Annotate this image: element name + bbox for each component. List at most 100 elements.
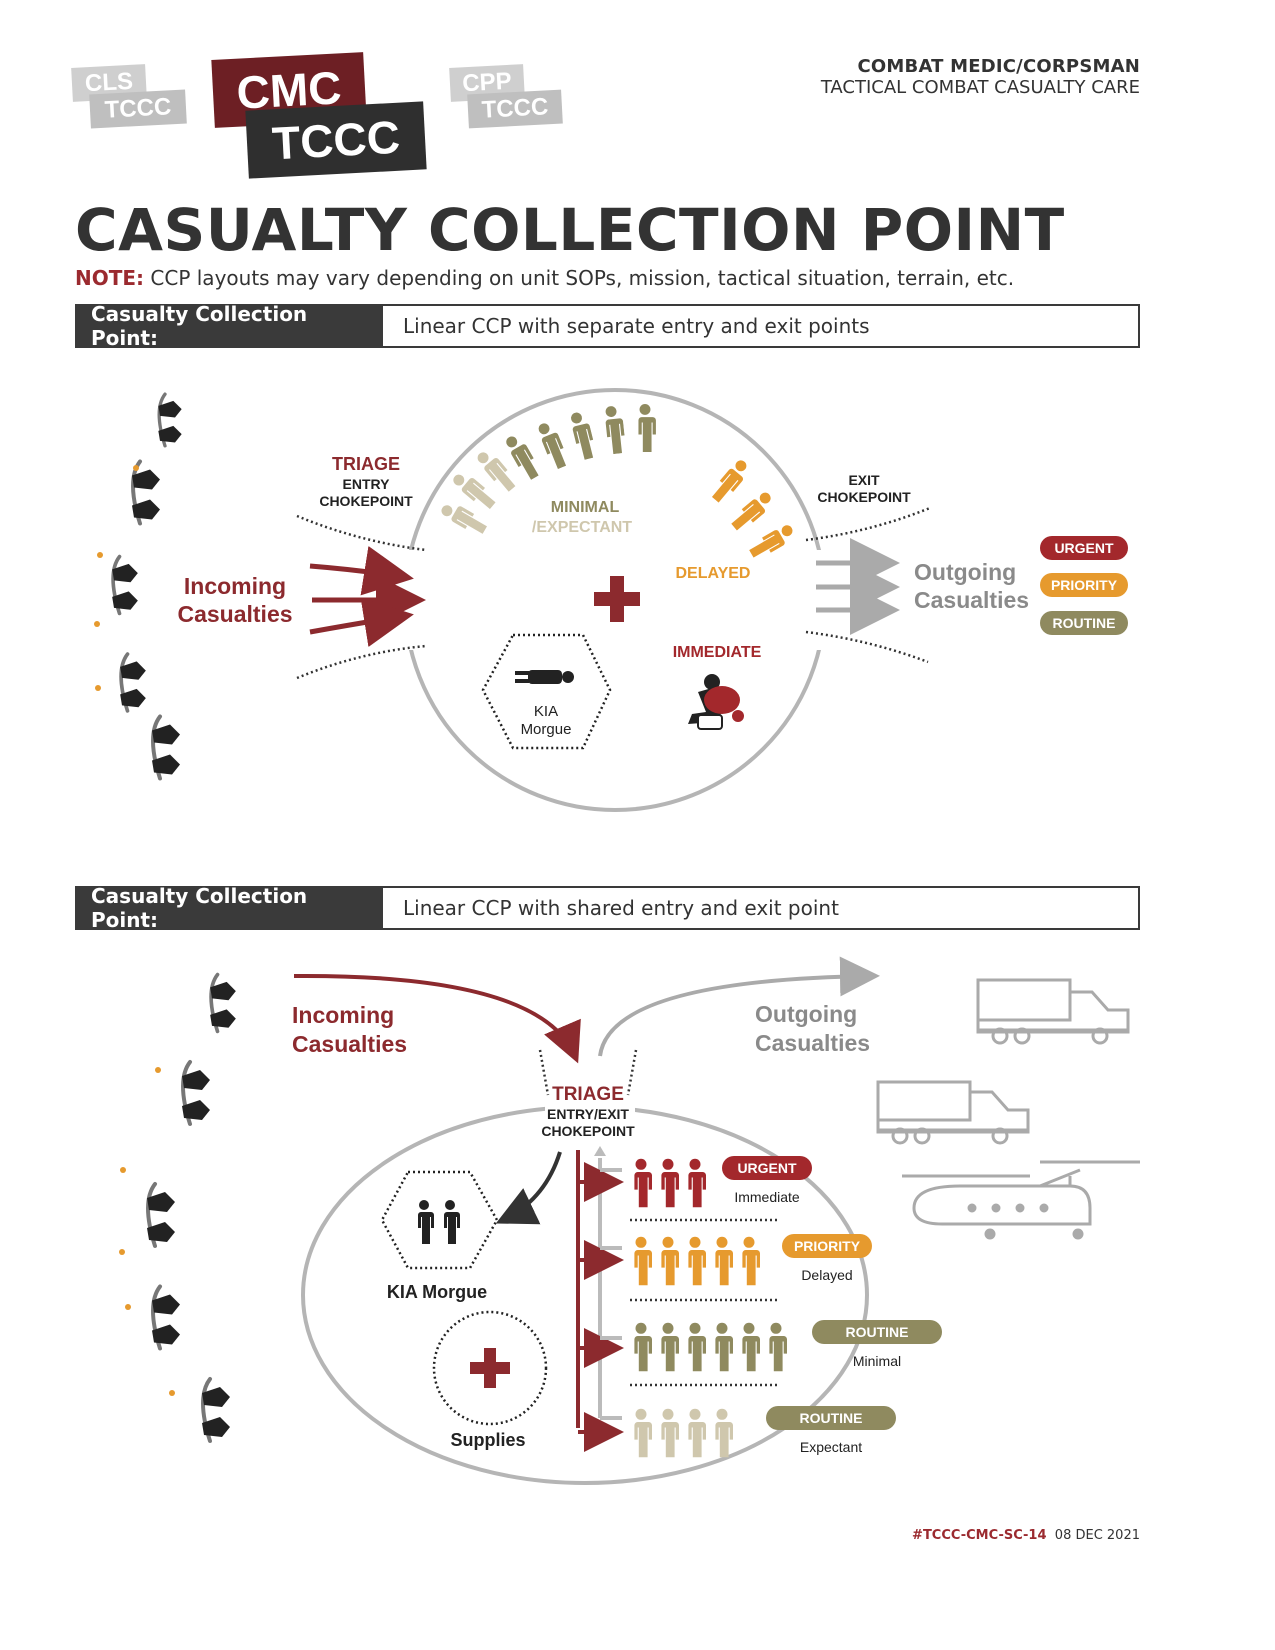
priority-badge <box>782 1234 872 1258</box>
exit-label-line1: EXIT <box>848 472 880 488</box>
kia-body-icon <box>515 670 574 684</box>
immediate-label: IMMEDIATE <box>673 644 762 661</box>
casualty-person-icon <box>660 1322 679 1372</box>
casualty-person-icon <box>687 1236 706 1286</box>
outgoing-label-line1: Outgoing <box>755 1001 857 1027</box>
priority-badge-label: URGENT <box>737 1160 797 1176</box>
incoming-label-line2: Casualties <box>292 1031 407 1057</box>
priority-badge-label: PRIORITY <box>794 1238 861 1254</box>
kia-morgue-label: KIA Morgue <box>387 1282 487 1302</box>
incoming-arrows <box>309 546 426 647</box>
header-line2: TACTICAL COMBAT CASUALTY CARE <box>820 77 1140 98</box>
casualty-person-icon <box>741 1236 760 1286</box>
kia-people-icons <box>417 1200 460 1244</box>
exit-funnel-top <box>805 506 931 542</box>
to-morgue-arrow <box>495 1151 562 1225</box>
header-line1: COMBAT MEDIC/CORPSMAN <box>857 56 1140 77</box>
casualty-person-icon <box>633 1322 652 1372</box>
logo-cmc-tccc-text: TCCC <box>245 101 427 179</box>
immediate-treatment-icon <box>688 674 744 730</box>
logo-cls-tccc-text: TCCC <box>89 89 187 129</box>
casualty-person-icon <box>687 1158 706 1208</box>
triage-category-label: Immediate <box>734 1189 800 1205</box>
casualty-person-icon <box>633 1158 652 1208</box>
note-label: NOTE: <box>75 266 145 290</box>
header-block: COMBAT MEDIC/CORPSMAN TACTICAL COMBAT CA… <box>821 56 1140 98</box>
priority-badge <box>722 1156 812 1180</box>
casualty-person-icon <box>660 1408 679 1458</box>
section2-label: Casualty Collection Point: <box>77 884 383 932</box>
casualty-person-icon <box>741 1322 760 1372</box>
outgoing-arrows <box>816 538 900 635</box>
page-title: CASUALTY COLLECTION POINT <box>75 196 1065 264</box>
section1-value: Linear CCP with separate entry and exit … <box>403 314 870 338</box>
casualty-person-icon <box>633 1408 652 1458</box>
outgoing-path-arrow <box>598 956 880 1057</box>
friendly-fire-team-icons <box>94 392 184 778</box>
kia-label-line1: KIA <box>534 703 558 720</box>
kia-label-line2: Morgue <box>521 721 572 738</box>
casualty-person-icon <box>660 1236 679 1286</box>
outgoing-label-line1: Outgoing <box>914 559 1016 585</box>
section2-value: Linear CCP with shared entry and exit po… <box>403 896 839 920</box>
footer-date: 08 DEC 2021 <box>1054 1528 1140 1543</box>
priority-badge <box>812 1320 942 1344</box>
sorting-branch-arrows <box>578 1162 624 1452</box>
casualty-person-icon <box>687 1408 706 1458</box>
legend-routine: ROUTINE <box>1053 615 1116 631</box>
priority-legend: URGENT PRIORITY ROUTINE <box>1040 536 1128 635</box>
casualty-person-icon <box>714 1408 733 1458</box>
triage-label: TRIAGE <box>332 454 400 474</box>
truck-icon <box>976 978 1130 1045</box>
triage-category-label: Delayed <box>801 1267 852 1283</box>
chokepoint-left <box>538 1049 550 1096</box>
footer-code: #TCCC-CMC-SC-14 <box>912 1528 1047 1543</box>
supplies-label: Supplies <box>450 1430 525 1450</box>
outgoing-label-line2: Casualties <box>914 587 1029 613</box>
chokepoint-label-line2: CHOKEPOINT <box>541 1123 635 1139</box>
section1-bar: Casualty Collection Point: Linear CCP wi… <box>75 302 1140 350</box>
casualty-person-icon <box>660 1158 679 1208</box>
kia-morgue-area <box>481 633 612 750</box>
minimal-label-line1: MINIMAL <box>551 499 620 516</box>
truck-icon <box>876 1080 1030 1145</box>
entry-label-line2: CHOKEPOINT <box>319 493 413 509</box>
casualty-person-icon <box>714 1322 733 1372</box>
diagram-separate-entry-exit: Incoming Casualties TRIAGE ENTRY CHOKEPO… <box>94 388 1128 812</box>
footer: #TCCC-CMC-SC-14 08 DEC 2021 <box>912 1528 1140 1543</box>
legend-urgent: URGENT <box>1054 540 1114 556</box>
incoming-label-line1: Incoming <box>184 573 286 599</box>
kia-morgue-area <box>380 1170 499 1270</box>
incoming-path-arrow <box>293 973 581 1064</box>
section2-bar: Casualty Collection Point: Linear CCP wi… <box>75 884 1140 932</box>
incoming-label-line1: Incoming <box>292 1002 394 1028</box>
supplies-area <box>432 1310 548 1426</box>
exit-label-line2: CHOKEPOINT <box>817 489 911 505</box>
outgoing-label-line2: Casualties <box>755 1030 870 1056</box>
delayed-label: DELAYED <box>676 565 751 582</box>
entry-funnel-bottom <box>296 644 427 680</box>
helicopter-icon <box>902 1160 1140 1240</box>
priority-badge <box>766 1406 896 1430</box>
diagram-shared-entry-exit: Incoming Casualties Outgoing Casualties … <box>119 956 1140 1485</box>
triage-category-label: Expectant <box>800 1439 862 1455</box>
priority-badge-label: ROUTINE <box>800 1410 863 1426</box>
casualty-person-icon <box>768 1322 787 1372</box>
priority-badge-label: ROUTINE <box>846 1324 909 1340</box>
casualty-person-icon <box>714 1236 733 1286</box>
logo-cpp-tccc-text: TCCC <box>467 89 563 129</box>
supplies-cross-icon <box>470 1348 510 1388</box>
entry-label-line1: ENTRY <box>343 476 391 492</box>
casualty-person-icon <box>687 1322 706 1372</box>
minimal-label-line2: /EXPECTANT <box>532 519 632 536</box>
chokepoint-right <box>626 1049 638 1096</box>
casualty-person-icon <box>633 1236 652 1286</box>
entry-funnel-top <box>296 514 427 552</box>
legend-priority: PRIORITY <box>1051 577 1118 593</box>
triage-category-label: Minimal <box>853 1353 901 1369</box>
chokepoint-label-line1: ENTRY/EXIT <box>547 1106 629 1122</box>
medical-cross-icon <box>594 576 640 622</box>
section1-label: Casualty Collection Point: <box>77 302 383 350</box>
note: NOTE: CCP layouts may vary depending on … <box>75 266 1014 290</box>
